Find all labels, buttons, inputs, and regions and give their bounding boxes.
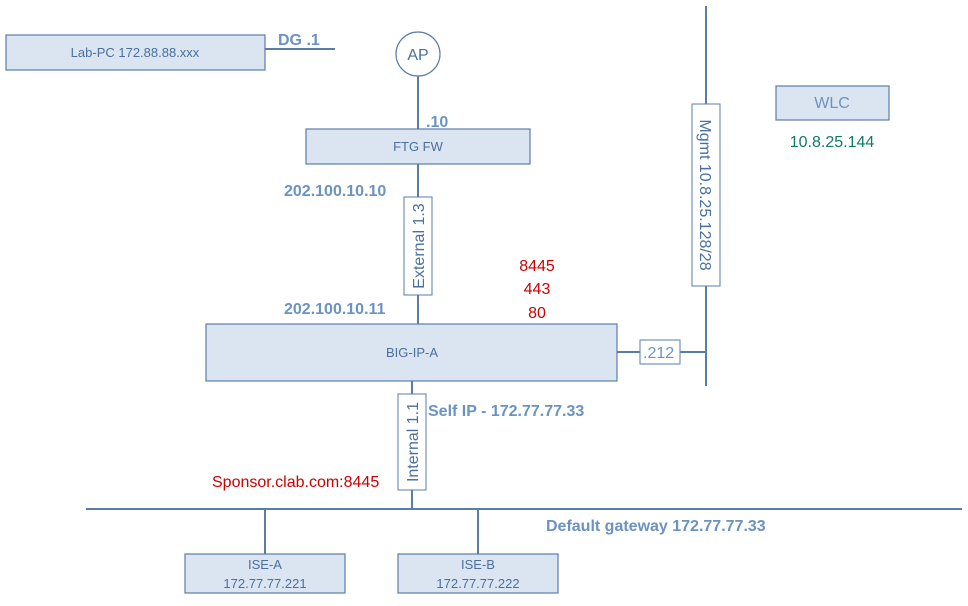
ap-label: AP (407, 47, 428, 64)
mgmt-ip-tag (639, 339, 681, 365)
big-ip-box (205, 323, 618, 382)
ise-b-ip: 172.77.77.222 (436, 576, 519, 591)
external-link-tag (403, 196, 433, 296)
ise-a-name: ISE-A (248, 557, 282, 572)
ise-b-name: ISE-B (461, 557, 495, 572)
ftg-fw-label: FTG FW (393, 139, 444, 154)
fw-external-ip-label: 202.100.10.10 (284, 183, 386, 200)
default-gateway-label: Default gateway 172.77.77.33 (546, 518, 766, 535)
internal-link-label: Internal 1.1 (405, 402, 422, 482)
port-8445: 8445 (519, 258, 555, 275)
external-link-label: External 1.3 (411, 203, 428, 288)
internal-link-tag (397, 393, 427, 491)
ftg-fw-box (305, 128, 531, 165)
ise-b-box (397, 553, 559, 594)
lab-pc-box (5, 34, 266, 71)
ise-a-box (184, 553, 346, 594)
wlc-ip-label: 10.8.25.144 (790, 134, 875, 151)
sponsor-url-label: Sponsor.clab.com:8445 (212, 474, 379, 491)
ise-a-ip: 172.77.77.221 (223, 576, 306, 591)
mgmt-link-tag (691, 103, 721, 287)
lab-pc-label: Lab-PC 172.88.88.xxx (71, 45, 200, 60)
port-443: 443 (524, 281, 551, 298)
self-ip-label: Self IP - 172.77.77.33 (428, 403, 584, 420)
ap-ip-label: .10 (426, 114, 448, 131)
big-ip-label: BIG-IP-A (386, 345, 438, 360)
wlc-label: WLC (814, 95, 850, 112)
dg-label: DG .1 (278, 32, 320, 49)
port-80: 80 (528, 305, 546, 322)
mgmt-link-label: Mgmt 10.8.25.128/28 (696, 119, 713, 270)
mgmt-ip-label: .212 (643, 345, 674, 362)
big-ip-external-ip-label: 202.100.10.11 (284, 301, 386, 318)
wlc-box (775, 85, 890, 121)
